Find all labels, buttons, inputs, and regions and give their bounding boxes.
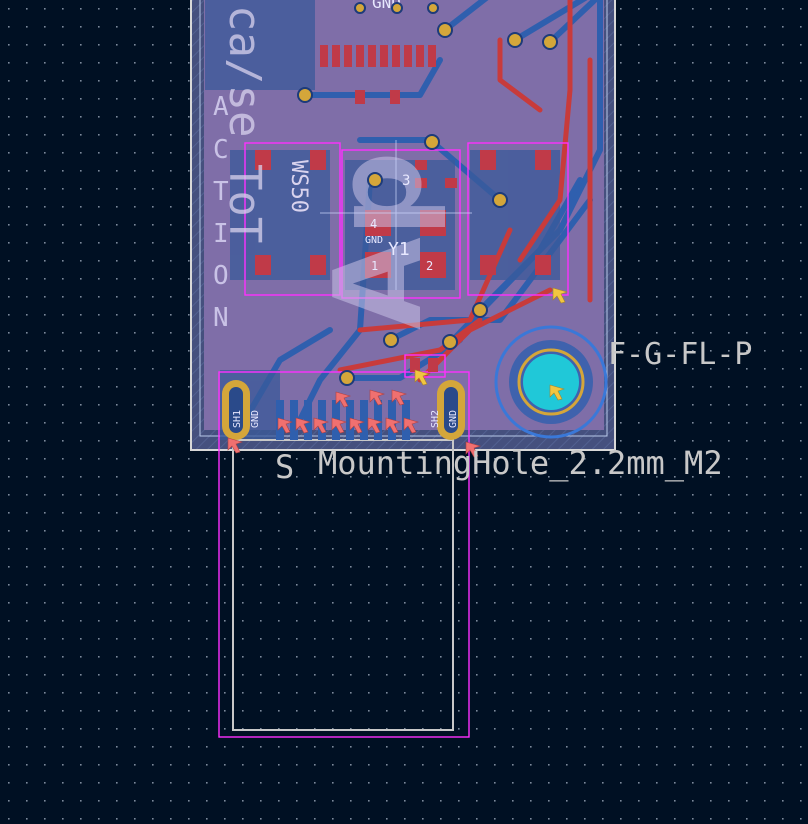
silk-col-0: A [213,92,229,122]
shield-pad-right-net: GND [448,410,459,428]
silk-vertical-text: ca/se ToT [219,5,270,243]
silk-col-3: I [213,219,229,249]
shield-pad-left[interactable]: SH1 GND [222,380,261,440]
ic-label: WS50 [286,160,311,213]
shield-pad-left-label: SH1 [232,410,243,428]
mounting-hole[interactable] [494,325,608,439]
shield-pad-right[interactable]: SH2 GND [430,380,465,440]
silk-col-1: C [213,135,229,165]
crystal-gnd: GND [365,235,383,246]
shield-pad-left-net: GND [250,410,261,428]
crystal-pin-3: 3 [402,173,410,189]
silkscreen-vertical-left: ca/se ToT [219,5,270,243]
shield-pad-right-label: SH2 [430,410,441,428]
courtyard-outlines [218,142,569,738]
silk-col-5: N [213,303,229,333]
smd-pads [255,45,551,372]
silk-col-4: O [213,261,229,291]
footprint-value-label: MountingHole_2.2mm_M2 [318,444,723,482]
footprint-prefix-label: S [275,448,294,486]
crystal-y1[interactable]: Y1 3 4 GND 1 2 [365,173,433,273]
crystal-pin-1: 1 [371,259,378,273]
silk-col-2: T [213,177,229,207]
crosshair [320,140,472,290]
silk-left-column: A C T I O N [213,92,229,333]
crystal-pin-4: 4 [370,217,377,231]
copper-front-traces [337,0,593,383]
crystal-pin-2: 2 [426,259,433,273]
layer-text-label: F-G-FL-P [608,337,753,372]
crystal-ref: Y1 [388,239,410,260]
vias [297,2,558,386]
